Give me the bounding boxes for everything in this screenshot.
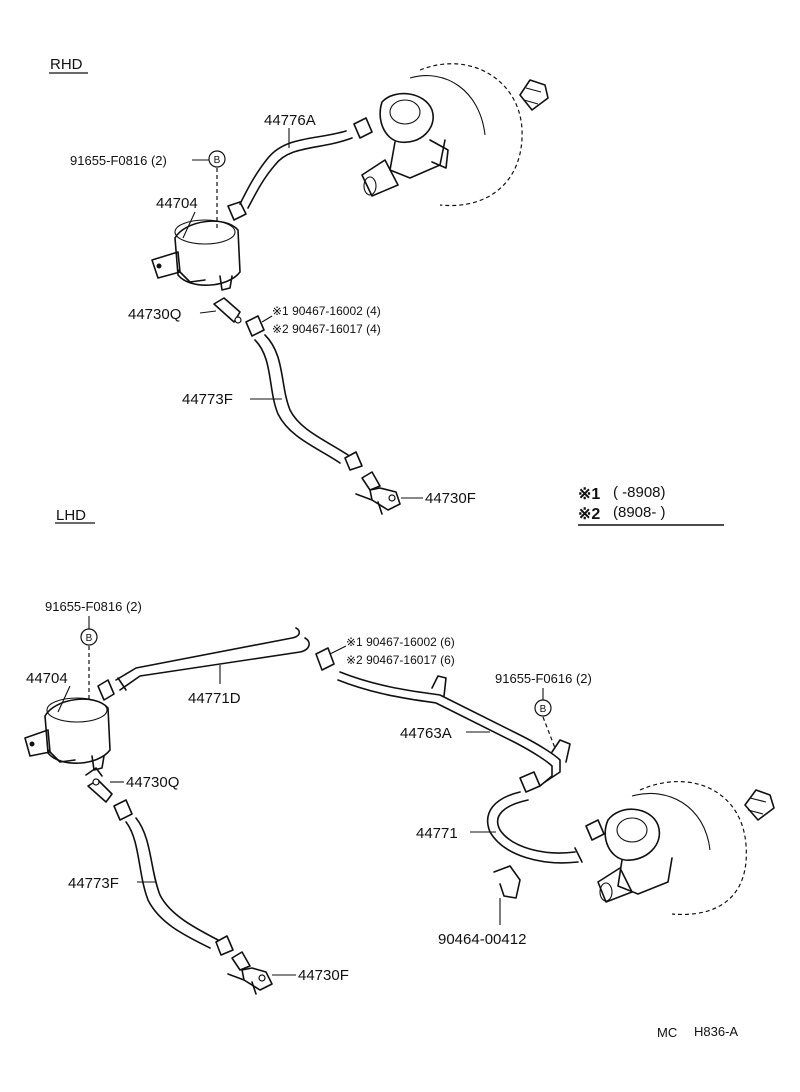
brake-booster-rhd [353,63,549,207]
hose-44771 [496,799,576,854]
label-rhd-bolt: 91655-F0816 (2) [70,153,167,168]
label-rhd-union: 44730F [425,490,476,507]
label-44763a: 44763A [400,725,452,742]
label-lhd-clip1: ※1 90467-16002 (6) [346,635,455,649]
union-lhd [227,951,273,995]
label-lhd-tank: 44704 [26,670,68,687]
label-rhd-check-valve: 44730Q [128,306,181,323]
label-lhd-union: 44730F [298,967,349,984]
vacuum-tank-lhd [24,697,111,771]
bolt-marker-circle [208,150,226,168]
clamp-rhd-upper [227,201,247,221]
legend-mark-1: ※1 [578,486,600,503]
footer-code: H836-A [694,1024,738,1039]
rhd-heading: RHD [50,56,83,73]
pipe-44763a [339,671,561,783]
clamp-90464 [493,865,521,899]
label-44776a: 44776A [264,112,316,129]
label-rhd-clip1: ※1 90467-16002 (4) [272,304,381,318]
legend-text-2: (8908- ) [613,504,666,521]
brake-booster-lhd [585,781,775,916]
legend: ※1 ( -8908) ※2 (8908- ) [578,484,724,526]
lhd-section: LHD 91655-F0816 (2) B 44704 44771D ※1 90… [24,507,775,995]
label-lhd-hose-lower: 44773F [68,875,119,892]
union-rhd [355,471,401,515]
hose-44771d [119,637,310,691]
check-valve-lhd [87,779,113,803]
hose-44776a [247,137,353,209]
lhd-bolt-left-marker-letter: B [86,633,93,644]
label-lhd-clip2: ※2 90467-16017 (6) [346,653,455,667]
check-valve-rhd [213,297,241,323]
legend-mark-2: ※2 [578,506,600,523]
label-rhd-tank: 44704 [156,195,198,212]
clip-lhd [315,647,335,671]
hose-44773f-lhd [135,817,219,941]
legend-text-1: ( -8908) [613,484,666,501]
label-lhd-bolt-right: 91655-F0616 (2) [495,671,592,686]
label-lhd-bolt-left: 91655-F0816 (2) [45,599,142,614]
label-90464: 90464-00412 [438,931,526,948]
lhd-heading: LHD [56,507,86,524]
label-lhd-check-valve: 44730Q [126,774,179,791]
lhd-bolt-left-marker-circle [80,628,98,646]
clip-rhd [245,315,265,337]
lhd-bolt-right-marker-letter: B [540,704,547,715]
footer-code-prefix: MC [657,1025,677,1040]
hose-44773f-rhd [264,334,349,456]
label-rhd-hose-lower: 44773F [182,391,233,408]
rhd-bolt-marker-letter: B [214,155,221,166]
label-44771d: 44771D [188,690,241,707]
leader-rhd-tank [182,211,196,239]
label-44771: 44771 [416,825,458,842]
lhd-bolt-right-marker-circle [534,699,552,717]
rhd-section: RHD 44776A 91655-F0816 (2) B [49,56,549,515]
vacuum-tank-rhd [151,219,241,291]
label-rhd-clip2: ※2 90467-16017 (4) [272,322,381,336]
